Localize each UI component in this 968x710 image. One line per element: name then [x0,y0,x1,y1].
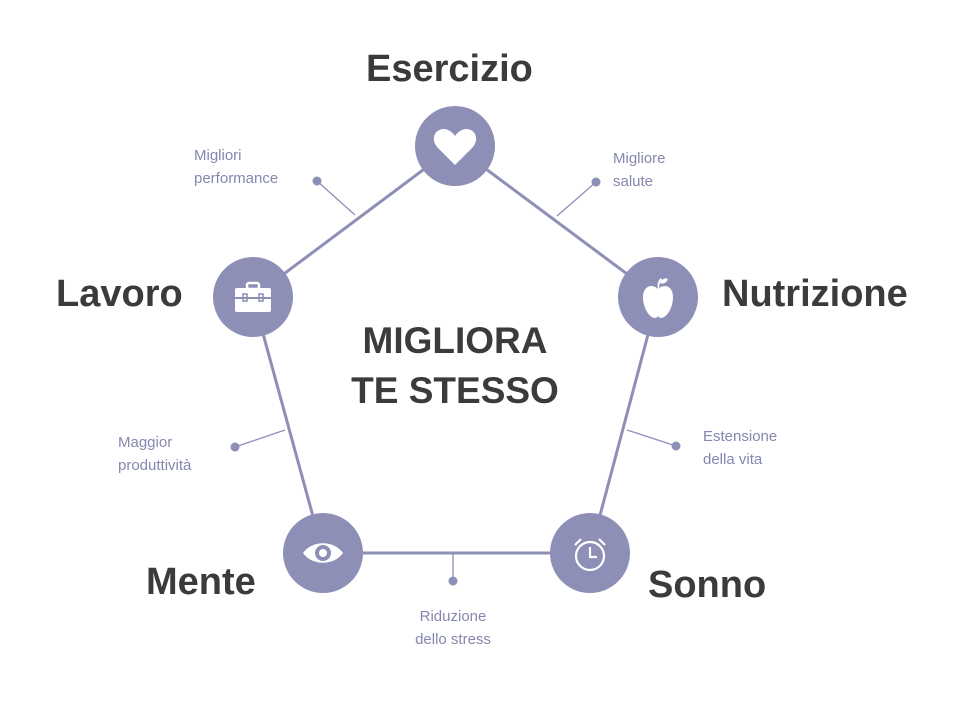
benefit-performance: Migliori performance [194,144,278,190]
dot-salute [591,177,601,187]
label-nutrizione: Nutrizione [722,273,908,315]
tick-performance [316,180,356,216]
tick-produttivita [234,429,286,448]
benefit-salute: Migliore salute [613,147,666,193]
alarm-clock-icon [574,538,606,572]
center-title-line2: TE STESSO [351,370,559,411]
benefit-line: Maggior [118,434,173,451]
benefit-line: performance [194,170,279,187]
benefit-line: Riduzione [419,608,487,625]
benefit-stress: Riduzione dello stress [403,605,503,651]
benefit-line: salute [613,173,654,190]
tick-vita [626,429,677,447]
label-mente: Mente [146,561,256,603]
center-title-line1: MIGLIORA [362,320,548,361]
dot-stress [448,576,458,586]
benefit-vita: Estensione della vita [703,425,777,471]
benefit-line: Estensione [703,428,778,445]
benefit-produttivita: Maggior produttività [118,431,191,477]
benefit-line: produttività [118,457,192,474]
benefit-line: dello stress [415,631,491,648]
dot-produttivita [230,442,240,452]
pentagon-outline [251,144,660,555]
benefit-line: Migliori [194,147,242,164]
tick-salute [556,181,597,217]
benefit-line: della vita [703,451,763,468]
label-esercizio: Esercizio [366,48,533,90]
apple-icon [643,278,673,318]
center-title: MIGLIORA TE STESSO [305,316,605,416]
eye-icon [303,543,343,563]
label-lavoro: Lavoro [56,273,183,315]
label-sonno: Sonno [648,564,767,606]
dot-performance [312,176,322,186]
benefit-line: Migliore [613,150,666,167]
heart-icon [433,129,477,165]
briefcase-icon [235,281,271,312]
dot-vita [671,441,681,451]
